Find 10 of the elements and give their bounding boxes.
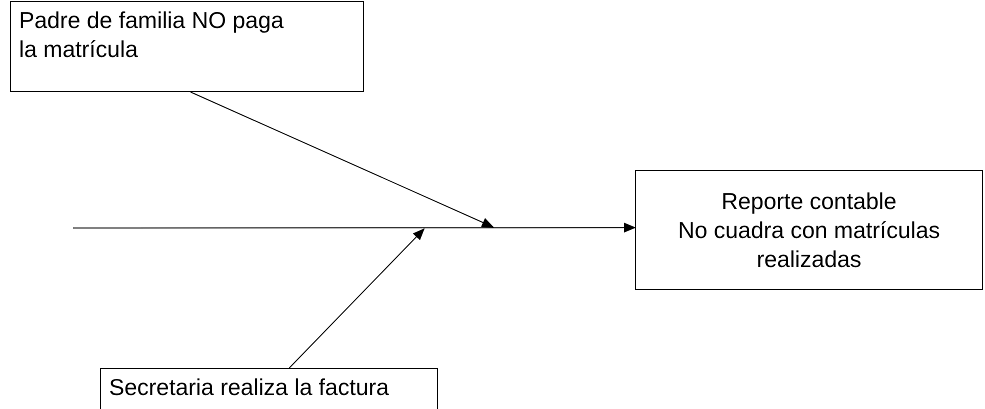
arrow: [72, 222, 636, 233]
arrow: [288, 228, 425, 368]
box-text: No cuadra con matrículas realizadas: [676, 216, 942, 274]
box-text: Reporte contable: [721, 186, 897, 216]
cause-box: [10, 1, 364, 92]
cause-box: [100, 368, 438, 409]
arrow: [190, 92, 494, 228]
box-text: Padre de familia NO paga la matrícula: [19, 6, 285, 64]
box-text: Secretaria realiza la factura: [109, 373, 390, 402]
cause-box: [635, 170, 983, 290]
